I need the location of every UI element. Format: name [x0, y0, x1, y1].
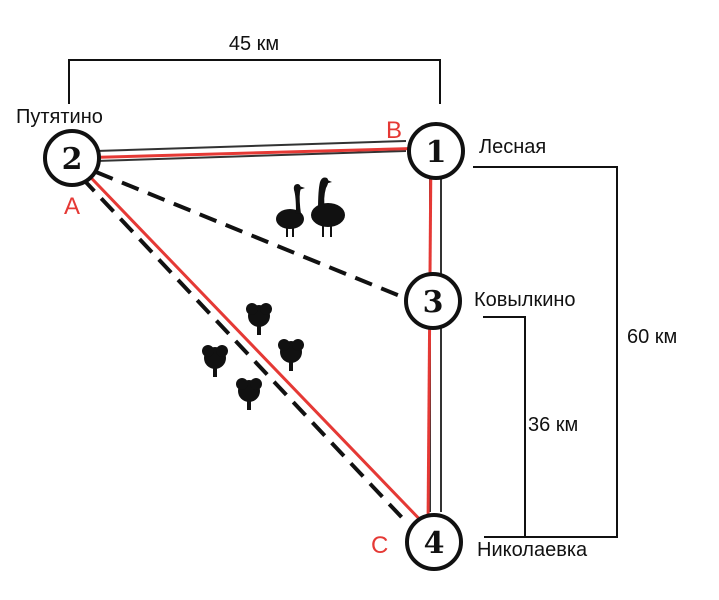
point-c: C	[371, 532, 388, 559]
node-4-circle	[405, 513, 463, 571]
label-nikolaevka: Николаевка	[477, 539, 588, 561]
distance-top: 45 км	[229, 33, 279, 55]
tree-icon	[278, 339, 304, 371]
node-4: 4	[405, 513, 463, 571]
bracket-right	[473, 166, 618, 538]
roads	[95, 140, 442, 512]
node-3: 3	[404, 272, 462, 330]
distance-middle: 36 км	[528, 414, 578, 436]
node-1: 1	[407, 122, 465, 180]
tree-icon	[236, 378, 262, 410]
node-2-circle	[43, 129, 101, 187]
node-1-circle	[407, 122, 465, 180]
tree-icon	[202, 345, 228, 377]
road-2-1-a	[95, 140, 407, 152]
red-route	[70, 146, 433, 530]
node-2-number: 2	[62, 142, 83, 177]
tree-icon	[246, 303, 272, 335]
node-3-circle	[404, 272, 462, 330]
label-lesnaya: Лесная	[479, 136, 546, 158]
route-a-b	[71, 146, 432, 160]
dashed-road-2-3	[95, 170, 401, 298]
node-3-number: 3	[423, 285, 444, 320]
label-putyatino: Путятино	[16, 106, 103, 128]
node-2: 2	[43, 129, 101, 187]
label-kovylkino: Ковылкино	[474, 289, 576, 311]
node-4-number: 4	[424, 526, 445, 561]
geese-icon	[276, 177, 345, 237]
route-b-c	[426, 147, 433, 529]
dashed-road-2-4	[80, 176, 410, 526]
road-2-1-b	[95, 150, 407, 162]
bracket-middle	[483, 316, 526, 538]
point-b: B	[386, 117, 402, 144]
bracket-top	[68, 59, 441, 104]
route-a-c	[70, 156, 430, 530]
dashed-roads	[80, 170, 410, 526]
dimension-lines	[68, 59, 618, 538]
node-1-number: 1	[426, 135, 447, 170]
point-a: A	[64, 193, 80, 220]
distance-right: 60 км	[627, 326, 677, 348]
